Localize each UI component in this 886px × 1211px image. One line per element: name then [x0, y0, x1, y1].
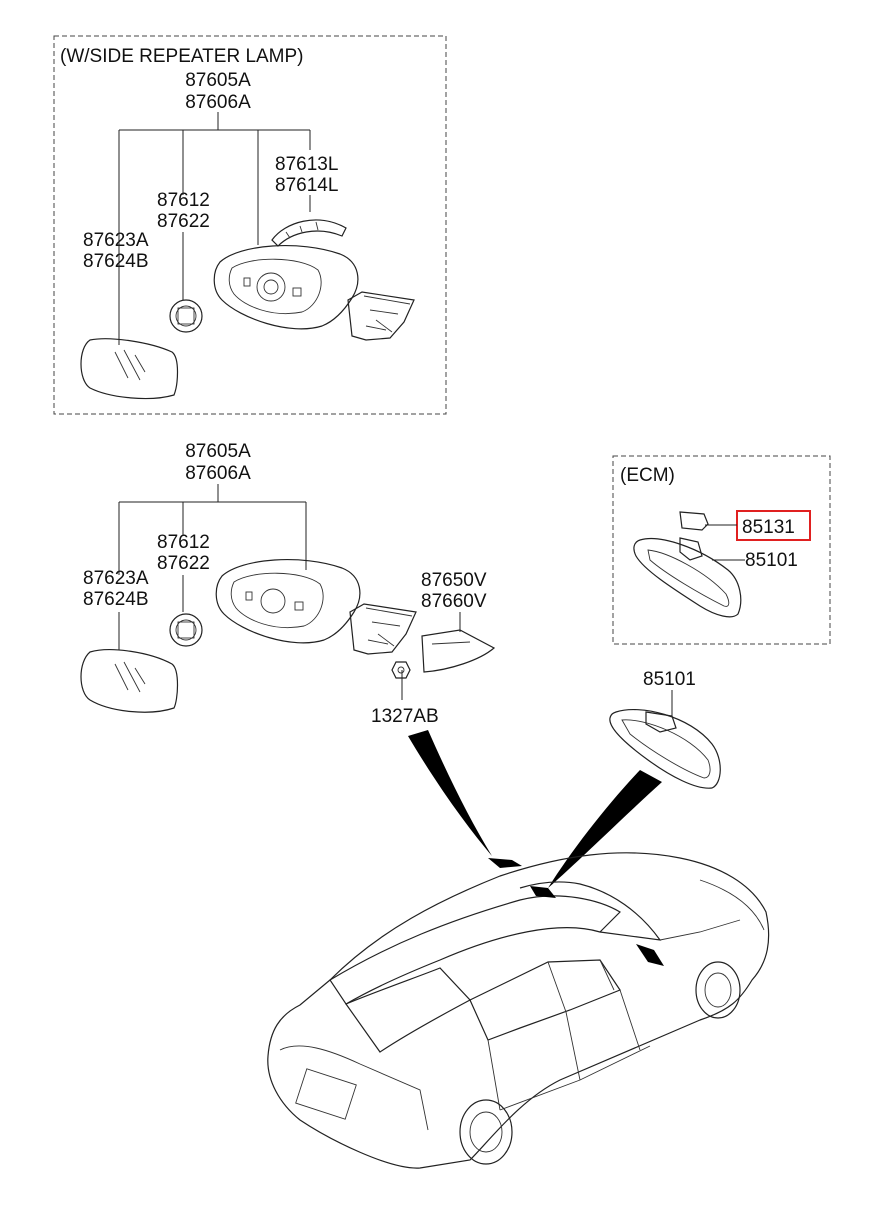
inside-mirror-label: 85101: [643, 669, 696, 690]
inside-mirror-group: 85101: [609, 669, 721, 789]
mid-mirror-housing-icon: [215, 558, 417, 655]
mid-assy-label-1: 87605A: [185, 441, 251, 462]
ecm-inside-mirror-icon: [633, 537, 742, 618]
outside-mirror-assy-label-1: 87605A: [185, 70, 251, 91]
mid-mirror-actuator-icon: [169, 613, 203, 647]
ecm-group-border: [612, 455, 831, 645]
ecm-group: (ECM) 85131 85101: [612, 455, 831, 645]
actuator-label-2: 87622: [157, 211, 210, 232]
nut-icon: [391, 661, 411, 679]
ecm-mirror-cover-icon: [679, 511, 709, 531]
glass-holder-label-2: 87624B: [83, 251, 149, 272]
vehicle-illustration: [267, 852, 770, 1169]
glass-holder-label-1: 87623A: [83, 230, 149, 251]
mirror-glass-icon: [80, 338, 179, 400]
mid-mirror-glass-icon: [80, 649, 179, 713]
inside-mirror-pointer-arrow: [548, 770, 662, 888]
nut-label: 1327AB: [371, 706, 439, 727]
standard-mirror-group: 87605A 87606A 87612 87622 87623A 87624B …: [80, 441, 496, 727]
top-leader-lines: [118, 112, 311, 345]
door-mirror-location-mark: [636, 944, 664, 966]
garnish-label-1: 87650V: [421, 570, 487, 591]
garnish-icon: [421, 629, 496, 673]
mid-actuator-label-2: 87622: [157, 553, 210, 574]
mirror-housing-icon: [213, 244, 415, 341]
ecm-leader-lines: [705, 524, 745, 561]
mid-glass-label-1: 87623A: [83, 568, 149, 589]
mid-glass-label-2: 87624B: [83, 589, 149, 610]
ecm-group-title: (ECM): [620, 465, 675, 486]
mid-leader-lines: [118, 484, 461, 700]
repeater-lamp-group-border: [53, 35, 447, 415]
pointer-arrows: [408, 730, 662, 888]
mid-assy-label-2: 87606A: [185, 463, 251, 484]
actuator-label-1: 87612: [157, 190, 210, 211]
ecm-cover-label[interactable]: 85131: [742, 517, 795, 538]
mirror-actuator-icon: [169, 299, 203, 333]
repeater-cover-label-1: 87613L: [275, 154, 338, 175]
ecm-mirror-label: 85101: [745, 550, 798, 571]
side-mirror-pointer-arrow: [408, 730, 492, 856]
inside-mirror-location-mark: [530, 886, 556, 898]
repeater-lamp-cover-icon: [271, 219, 347, 247]
side-mirror-location-mark: [488, 858, 522, 868]
repeater-cover-label-2: 87614L: [275, 175, 338, 196]
repeater-lamp-group-title: (W/SIDE REPEATER LAMP): [60, 46, 304, 67]
outside-mirror-assy-label-2: 87606A: [185, 92, 251, 113]
garnish-label-2: 87660V: [421, 591, 487, 612]
mid-actuator-label-1: 87612: [157, 532, 210, 553]
inside-mirror-icon: [609, 708, 721, 789]
repeater-lamp-group: (W/SIDE REPEATER LAMP) 87605A 87606A 876…: [53, 35, 447, 415]
